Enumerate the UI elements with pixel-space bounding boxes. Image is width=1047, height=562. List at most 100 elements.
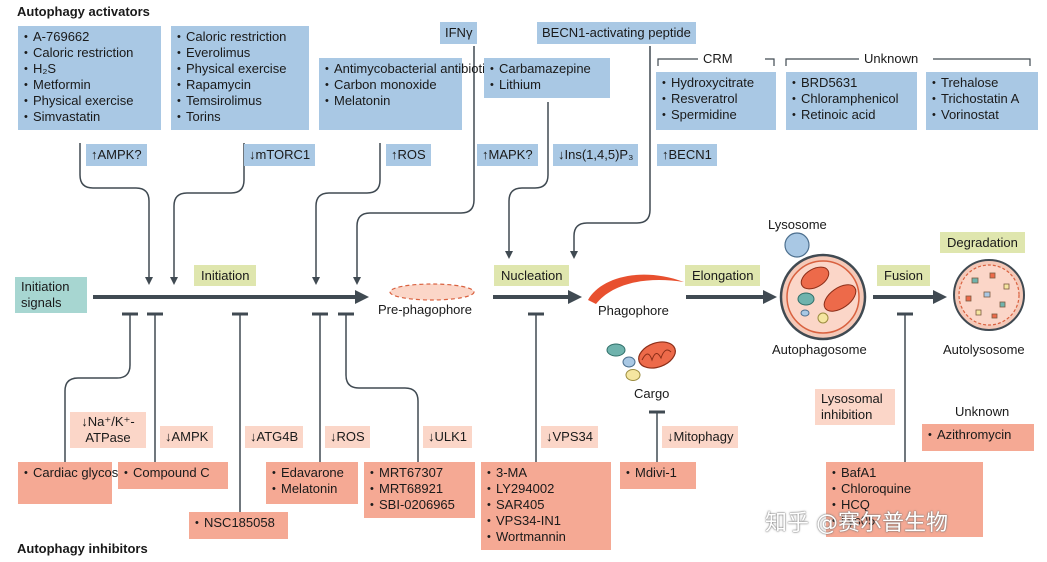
list-item: Chloroquine — [832, 481, 977, 497]
cargo-blob-teal — [606, 343, 626, 357]
cargo-mitochondrion — [638, 341, 676, 369]
list-item: Torins — [177, 109, 303, 125]
connector-mtorc1 — [170, 143, 245, 285]
activator-box-ros: Antimycobacterial antibioticsCarbon mono… — [319, 58, 498, 130]
list-item: Hydroxycitrate — [662, 75, 770, 91]
list-item: Spermidine — [662, 107, 770, 123]
list-item: H₂S — [24, 61, 155, 77]
list-item: Azithromycin — [928, 427, 1028, 443]
lysosome-label: Lysosome — [768, 217, 827, 232]
pre-phagophore-shape — [389, 283, 475, 301]
watermark: 知乎 @赛尔普生物 — [765, 511, 948, 536]
list-item: Rapamycin — [177, 77, 303, 93]
inhibitors-heading: Autophagy inhibitors — [17, 541, 148, 556]
list-item: SBI-0206965 — [370, 497, 469, 513]
mechanism-ros-up: ↑ROS — [386, 144, 431, 166]
list-item: Chloramphenicol — [792, 91, 911, 107]
mechanism-mtorc1-down: ↓mTORC1 — [244, 144, 316, 166]
cargo-blob-blue — [622, 356, 636, 368]
list-item: Carbon monoxide — [325, 77, 456, 93]
inhibitor-box-compound-c: Compound C — [118, 462, 228, 489]
crm-label: CRM — [703, 51, 733, 66]
list-item: MRT68921 — [370, 481, 469, 497]
list-item: Wortmannin — [487, 529, 605, 545]
list-item: 3-MA — [487, 465, 605, 481]
list-item: VPS34-IN1 — [487, 513, 605, 529]
connector-ifn — [353, 46, 475, 285]
list-item: Everolimus — [177, 45, 303, 61]
list-item: Antimycobacterial antibiotics — [325, 61, 498, 77]
ifn-gamma-tag: IFNγ — [440, 22, 478, 44]
list-item: Trehalose — [932, 75, 1032, 91]
initiation-label: Initiation — [194, 265, 257, 286]
lysosome-shape — [784, 232, 810, 258]
mechanism-mitophagy-down: ↓Mitophagy — [662, 426, 739, 448]
list-item: BRD5631 — [792, 75, 911, 91]
list-item: BafA1 — [832, 465, 977, 481]
fusion-label: Fusion — [877, 265, 931, 286]
phagophore-label: Phagophore — [598, 303, 669, 318]
mechanism-vps34-down: ↓VPS34 — [541, 426, 598, 448]
list-item: A-769662 — [24, 29, 155, 45]
becn1-peptide-tag: BECN1-activating peptide — [537, 22, 696, 44]
inhibit-mrt — [345, 314, 419, 462]
inhibitor-box-mdivi: Mdivi-1 — [620, 462, 696, 489]
list-item: Temsirolimus — [177, 93, 303, 109]
list-item: Caloric restriction — [177, 29, 303, 45]
list-item: Resveratrol — [662, 91, 770, 107]
list-item: Cardiac glycosides — [24, 465, 142, 481]
list-item: Vorinostat — [932, 107, 1032, 123]
crm-box: HydroxycitrateResveratrolSpermidine — [656, 72, 776, 130]
inhibitor-box-nsc: NSC185058 — [189, 512, 288, 539]
inhibitor-box-mrt: MRT67307MRT68921SBI-0206965 — [364, 462, 475, 518]
cargo-label: Cargo — [634, 386, 670, 401]
list-item: Edavarone — [272, 465, 352, 481]
unknown-activators-label: Unknown — [864, 51, 919, 66]
activator-box-ampk: A-769662Caloric restrictionH₂SMetforminP… — [18, 26, 161, 130]
initiation-signals-label: Initiation signals — [15, 277, 87, 313]
mechanism-ampk-down: ↓AMPK — [160, 426, 214, 448]
list-item: Trichostatin A — [932, 91, 1032, 107]
activator-box-mtorc1: Caloric restrictionEverolimusPhysical ex… — [171, 26, 309, 130]
autophagosome-label: Autophagosome — [772, 342, 867, 357]
mechanism-ins-down: ↓Ins(1,4,5)P₃ — [553, 144, 639, 166]
mechanism-ros-down: ↓ROS — [325, 426, 370, 448]
list-item: Melatonin — [325, 93, 456, 109]
mechanism-ulk1-down: ↓ULK1 — [423, 426, 473, 448]
connector-becn1 — [570, 46, 651, 259]
list-item: Mdivi-1 — [626, 465, 690, 481]
mechanism-becn1-up: ↑BECN1 — [657, 144, 717, 166]
mechanism-atg4b-down: ↓ATG4B — [245, 426, 304, 448]
inhibitor-box-cardiac: Cardiac glycosides — [18, 462, 142, 504]
mechanism-mapk-up: ↑MAPK? — [477, 144, 538, 166]
inhibit-cardiac — [64, 314, 131, 462]
list-item: NSC185058 — [195, 515, 282, 531]
crm-bracket — [657, 58, 775, 66]
list-item: MRT67307 — [370, 465, 469, 481]
nucleation-label: Nucleation — [494, 265, 570, 286]
mechanism-na-k-atpase: ↓Na⁺/K⁺-ATPase — [70, 412, 146, 448]
inhibitor-box-azithromycin: Azithromycin — [922, 424, 1034, 451]
list-item: Lys05 — [832, 513, 977, 529]
connector-mapk — [505, 102, 549, 259]
activator-box-mapk: CarbamazepineLithium — [484, 58, 610, 98]
unknown-box-1: BRD5631ChloramphenicolRetinoic acid — [786, 72, 917, 130]
degradation-label: Degradation — [940, 232, 1025, 253]
lysosomal-inhibition-tag: Lysosomal inhibition — [815, 389, 895, 425]
list-item: Physical exercise — [24, 93, 155, 109]
list-item: Metformin — [24, 77, 155, 93]
activators-heading: Autophagy activators — [17, 4, 150, 19]
list-item: Retinoic acid — [792, 107, 911, 123]
inhibitor-box-lysosomal: BafA1ChloroquineHCQLys05 — [826, 462, 983, 537]
phagophore-shape — [588, 274, 684, 304]
connector-ros-up — [312, 143, 381, 285]
list-item: Simvastatin — [24, 109, 155, 125]
cargo-blob-yellow — [625, 369, 641, 381]
list-item: Carbamazepine — [490, 61, 604, 77]
list-item: Compound C — [124, 465, 222, 481]
list-item: SAR405 — [487, 497, 605, 513]
autolysosome-label: Autolysosome — [943, 342, 1025, 357]
pre-phagophore-label: Pre-phagophore — [378, 302, 472, 317]
list-item: Melatonin — [272, 481, 352, 497]
